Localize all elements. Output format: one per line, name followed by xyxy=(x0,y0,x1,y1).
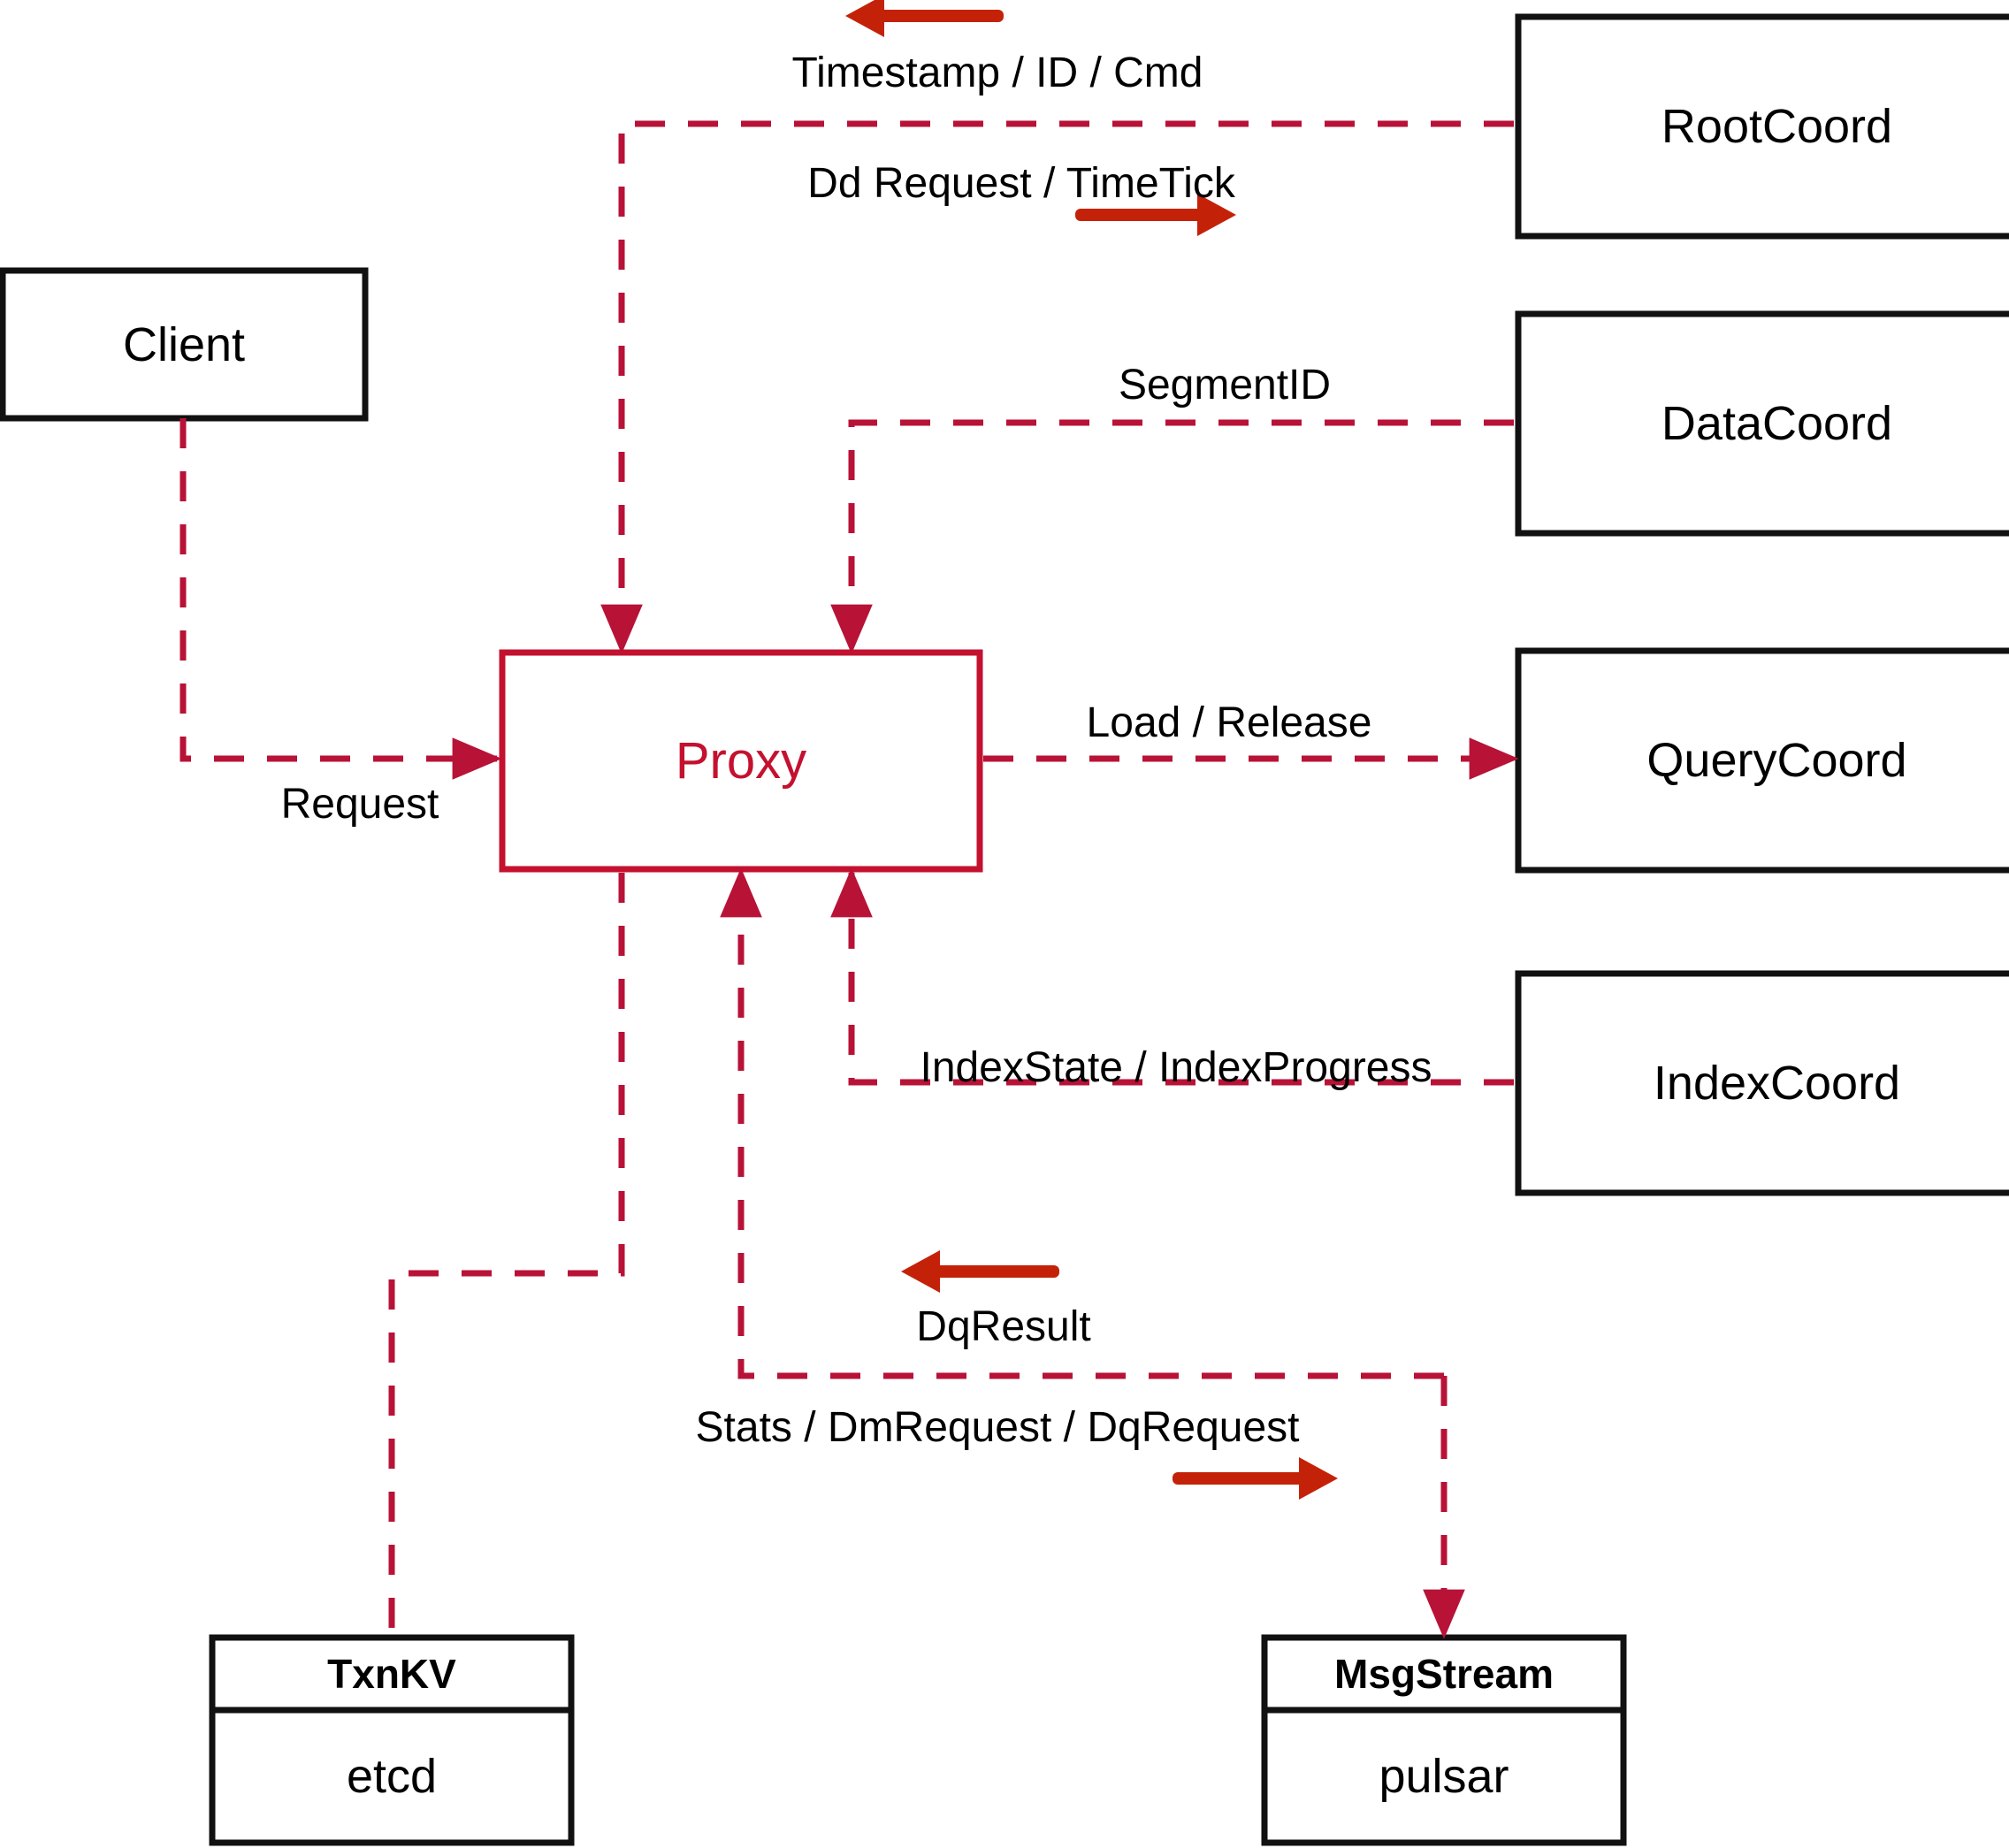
edge-path-segmentid xyxy=(830,419,1514,654)
node-box-proxy[interactable] xyxy=(499,649,983,873)
edge-label-ddrequest: Dd Request / TimeTick xyxy=(807,160,1235,207)
node-box-querycoord[interactable] xyxy=(1515,647,2009,874)
node-box-client[interactable] xyxy=(0,267,369,422)
node-box-indexcoord[interactable] xyxy=(1515,970,2009,1196)
edge-label-loadrelease: Load / Release xyxy=(1086,699,1372,746)
edge-path-indexstate xyxy=(830,867,1514,1086)
node-box-datacoord[interactable] xyxy=(1515,310,2009,537)
edge-label-indexstate: IndexState / IndexProgress xyxy=(920,1044,1432,1091)
edge-label-request: Request xyxy=(280,781,439,828)
edge-path-timestamp xyxy=(600,120,1514,654)
arrow-timestamp-icon xyxy=(845,0,1004,37)
node-box-msgstream[interactable] xyxy=(1261,1634,1627,1846)
node-box-txnkv[interactable] xyxy=(209,1634,575,1846)
edge-path-request xyxy=(180,418,502,780)
node-box-rootcoord[interactable] xyxy=(1515,13,2009,240)
edge-label-timestamp: Timestamp / ID / Cmd xyxy=(791,50,1203,96)
edge-label-dqresult: DqResult xyxy=(916,1303,1091,1350)
arrow-dqrequest-icon xyxy=(1173,1457,1338,1500)
edge-path-dqresult xyxy=(720,867,1444,1379)
edge-label-dqrequest: Stats / DmRequest / DqRequest xyxy=(695,1404,1300,1451)
edge-path-txnkv xyxy=(388,873,625,1635)
edge-label-segmentid: SegmentID xyxy=(1118,362,1332,409)
arrow-ddrequest-icon xyxy=(1075,194,1236,236)
arrow-dqresult-icon xyxy=(901,1250,1059,1293)
legend-arrow-group xyxy=(845,0,1338,1500)
